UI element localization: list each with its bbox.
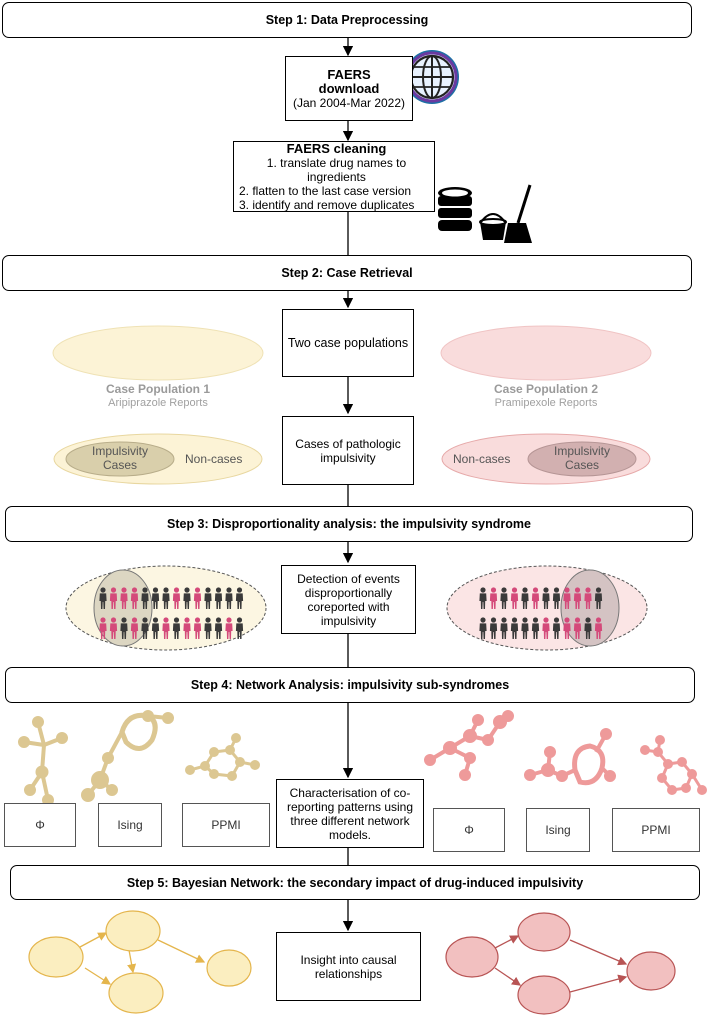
bucket-icon <box>479 213 507 240</box>
step3-label: Step 3: Disproportionality analysis: the… <box>167 517 531 531</box>
step5-label: Step 5: Bayesian Network: the secondary … <box>126 875 584 890</box>
cases-impulsivity-box: Cases of pathologic impulsivity <box>282 416 414 485</box>
faers-cleaning-item-1: 1. translate drug names to ingredients <box>266 155 407 184</box>
model-left-ising: Ising <box>98 803 162 847</box>
step2-label: Step 2: Case Retrieval <box>281 266 413 280</box>
population1-title: Case Population 1 <box>105 382 211 396</box>
characterisation-line2: reporting patterns using <box>286 799 414 814</box>
cases-box-line1: Cases of pathologic <box>295 436 401 451</box>
population2-ellipse <box>440 325 652 381</box>
insight-line2: relationships <box>314 966 383 981</box>
faers-cleaning-box: FAERS cleaning 1. translate drug names t… <box>233 141 435 212</box>
characterisation-line4: models. <box>328 827 372 842</box>
insight-box: Insight into causal relationships <box>276 932 421 1001</box>
population2-cases-label: Impulsivity Cases <box>532 444 632 472</box>
population1-noncases-label: Non-cases <box>185 452 243 466</box>
network-right-ising <box>524 728 616 786</box>
detection-line2: disproportionally <box>304 585 393 600</box>
database-icon <box>438 187 472 231</box>
faers-cleaning-item-3: 3. identify and remove duplicates <box>239 197 415 212</box>
population1-cases-ellipse <box>65 441 175 477</box>
network-left-ising <box>81 710 174 802</box>
characterisation-box: Characterisation of co- reporting patter… <box>276 779 424 848</box>
population2-subtitle: Pramipexole Reports <box>494 397 598 409</box>
population1-cases-label: Impulsivity Cases <box>70 444 170 472</box>
network-right-ppmi <box>640 735 707 795</box>
broom-icon <box>504 184 532 243</box>
model-right-ppmi: PPMI <box>612 808 700 852</box>
model-left-ppmi: PPMI <box>182 803 270 847</box>
population2-title: Case Population 2 <box>493 382 599 396</box>
model-left-phi: Φ <box>4 803 76 847</box>
faers-cleaning-item-2: 2. flatten to the last case version <box>239 183 412 198</box>
faers-download-line1: FAERS <box>327 66 371 82</box>
characterisation-line1: Characterisation of co- <box>289 785 411 800</box>
bayesian-network-left <box>28 910 252 1014</box>
bayesian-network-right <box>445 912 676 1015</box>
network-right-phi <box>424 710 514 781</box>
detection-line1: Detection of events <box>297 571 400 586</box>
two-case-populations-box: Two case populations <box>282 309 414 377</box>
detection-box: Detection of events disproportionally co… <box>281 565 416 634</box>
step4-label: Step 4: Network Analysis: impulsivity su… <box>190 678 510 692</box>
step2-header: Step 2: Case Retrieval <box>2 255 692 291</box>
population1-cases-l2: Cases <box>102 458 137 472</box>
characterisation-line3: three different network <box>290 813 410 828</box>
population2-cases-l1: Impulsivity <box>553 444 610 458</box>
population1-cases-l1: Impulsivity <box>91 444 148 458</box>
population2-cases-ellipse <box>527 441 637 477</box>
model-right-ising: Ising <box>526 808 590 852</box>
population1-subtitle: Aripiprazole Reports <box>108 397 208 409</box>
population2-noncases-label: Non-cases <box>453 452 511 466</box>
insight-line1: Insight into causal <box>300 952 397 967</box>
two-case-populations-label: Two case populations <box>287 336 409 350</box>
step1-header: Step 1: Data Preprocessing <box>2 2 692 38</box>
population2-cases-l2: Cases <box>564 458 599 472</box>
step3-header: Step 3: Disproportionality analysis: the… <box>5 506 693 542</box>
population1-ellipse <box>52 325 264 381</box>
faers-download-dates: (Jan 2004-Mar 2022) <box>292 95 406 110</box>
faers-cleaning-title: FAERS cleaning <box>286 140 387 156</box>
detection-line4: impulsivity <box>320 613 377 628</box>
faers-download-box: FAERS download (Jan 2004-Mar 2022) <box>285 56 413 121</box>
model-right-phi: Φ <box>433 808 505 852</box>
cases-box-line2: impulsivity <box>320 450 376 465</box>
faers-download-line2: download <box>318 80 380 96</box>
detection-line3: coreported with <box>307 599 390 614</box>
network-left-ppmi <box>185 733 260 781</box>
step5-header: Step 5: Bayesian Network: the secondary … <box>10 865 700 900</box>
globe-icon <box>405 50 459 104</box>
step1-label: Step 1: Data Preprocessing <box>265 13 429 27</box>
step4-header: Step 4: Network Analysis: impulsivity su… <box>5 667 695 703</box>
network-left-phi <box>18 716 68 806</box>
